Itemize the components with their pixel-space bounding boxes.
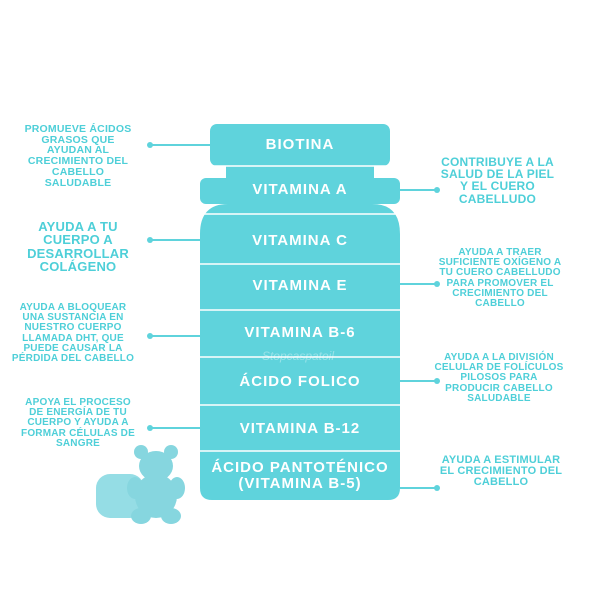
gummy-bears bbox=[96, 445, 185, 524]
segment-vitamina-c: VITAMINA C bbox=[252, 232, 348, 249]
segment-acido-folico: ÁCIDO FOLICO bbox=[239, 373, 361, 390]
note-biotina: PROMUEVE ÁCIDOS GRASOS QUE AYUDAN AL CRE… bbox=[24, 123, 132, 189]
gummy-bear bbox=[127, 445, 185, 524]
left-connector-dots bbox=[147, 142, 153, 431]
note-vitamina-c: AYUDA A TU CUERPO A DESARROLLAR COLÁGENO bbox=[27, 219, 129, 274]
note-acido-folico: AYUDA A LA DIVISIÓN CELULAR DE FOLÍCULOS… bbox=[434, 352, 564, 404]
segment-vitamina-a: VITAMINA A bbox=[252, 181, 348, 198]
segment-vitamina-b12: VITAMINA B-12 bbox=[239, 420, 361, 437]
right-connector-dots bbox=[434, 187, 440, 491]
bottle-body bbox=[200, 204, 400, 500]
watermark: Stopcaspatoil bbox=[261, 349, 335, 363]
segment-acido-pantotenico: ÁCIDO PANTOTÉNICO (VITAMINA B-5) bbox=[211, 459, 389, 492]
segment-dividers bbox=[200, 165, 400, 452]
segment-vitamina-b6: VITAMINA B-6 bbox=[244, 324, 356, 341]
right-connectors bbox=[400, 189, 437, 489]
note-vitamina-b6: AYUDA A BLOQUEAR UNA SUSTANCIA EN NUESTR… bbox=[11, 302, 135, 364]
bottle-shoulder bbox=[200, 178, 400, 204]
note-acido-pantotenico: AYUDA A ESTIMULAR EL CRECIMIENTO DEL CAB… bbox=[439, 454, 563, 489]
bottle-cap bbox=[210, 124, 390, 166]
segment-biotina: BIOTINA bbox=[265, 136, 335, 153]
note-vitamina-a: CONTRIBUYE A LA SALUD DE LA PIEL Y EL CU… bbox=[440, 155, 555, 206]
left-connectors bbox=[150, 144, 210, 429]
segment-vitamina-e: VITAMINA E bbox=[252, 277, 348, 294]
note-vitamina-b12: APOYA EL PROCESO DE ENERGÍA DE TU CUERPO… bbox=[21, 397, 135, 449]
note-vitamina-e: AYUDA A TRAER SUFICIENTE OXÍGENO A TU CU… bbox=[438, 247, 562, 309]
bottle-neck bbox=[226, 164, 374, 180]
